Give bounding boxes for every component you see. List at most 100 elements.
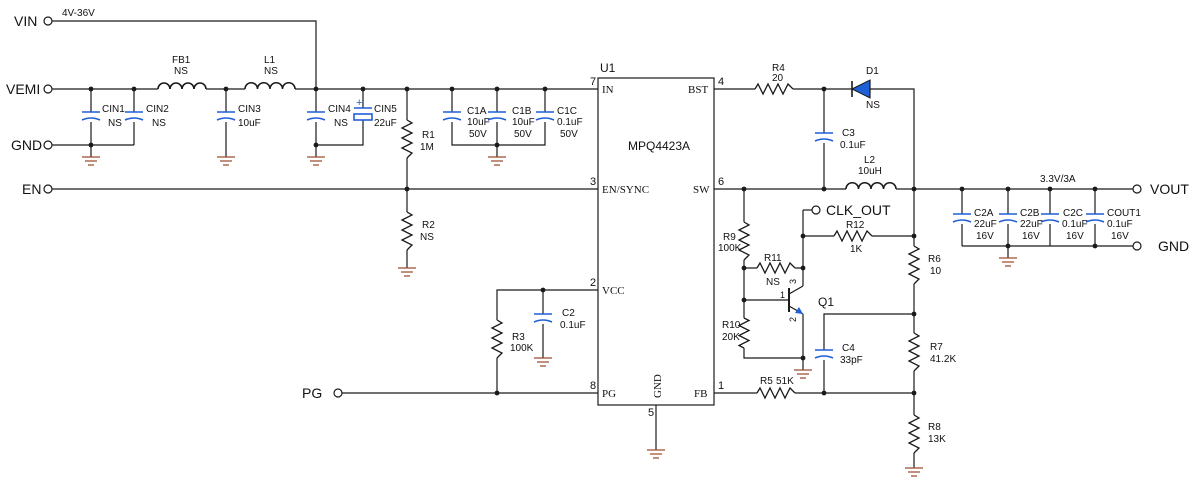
r3-ref: R3: [512, 332, 525, 343]
port-pg[interactable]: PG: [302, 385, 343, 401]
cin5-value: 22uF: [374, 118, 397, 129]
vin-range-label: 4V-36V: [62, 8, 95, 19]
junction-dot: [741, 297, 747, 303]
c2c-value: 0.1uF: [1062, 219, 1088, 230]
c1a-rating: 50V: [469, 129, 487, 140]
junction-dot: [1092, 243, 1098, 249]
capacitor-cin5[interactable]: + CIN5 22uF: [353, 97, 397, 129]
capacitor-c1c[interactable]: C1C 0.1uF 50V: [535, 106, 583, 140]
cin1-value: NS: [108, 118, 122, 129]
ground-icon: [82, 156, 100, 166]
resistor-r6[interactable]: R6 10: [907, 245, 942, 285]
cin2-value: NS: [152, 118, 166, 129]
port-clk-out[interactable]: CLK_OUT: [811, 202, 891, 218]
pin-name: GND: [652, 374, 664, 398]
junction-dot: [911, 186, 917, 192]
resistor-r8[interactable]: R8 13K: [907, 414, 946, 454]
capacitor-c3[interactable]: C3 0.1uF: [814, 128, 866, 151]
c1a-value: 10uF: [467, 117, 490, 128]
port-vin[interactable]: VIN 4V-36V: [14, 8, 95, 29]
junction-dot: [821, 186, 827, 192]
junction-dot: [131, 86, 137, 92]
c1c-rating: 50V: [560, 129, 578, 140]
capacitor-c4[interactable]: C4 33pF: [814, 343, 863, 366]
c1a-ref: C1A: [467, 106, 487, 117]
capacitor-cin4[interactable]: CIN4 NS: [306, 104, 351, 129]
junction-dot: [911, 311, 917, 317]
c3-ref: C3: [842, 128, 855, 139]
capacitor-cin1[interactable]: CIN1 NS: [81, 104, 125, 129]
r5-ref: R5: [760, 376, 773, 387]
pin-number: 7: [590, 76, 596, 88]
resistor-r2[interactable]: R2 NS: [400, 211, 435, 251]
r12-value: 1K: [850, 244, 863, 255]
diode-d1[interactable]: D1 NS: [850, 66, 882, 111]
resistor-r3[interactable]: R3 100K: [490, 319, 534, 359]
port-vemi[interactable]: VEMI: [6, 81, 53, 97]
resistor-r9[interactable]: R9 100K: [718, 221, 751, 261]
junctions: [88, 86, 1098, 396]
port-vemi-label: VEMI: [6, 81, 40, 97]
c2b-ref: C2B: [1020, 208, 1040, 219]
wires: [52, 20, 1133, 468]
r7-ref: R7: [930, 342, 943, 353]
r8-ref: R8: [928, 422, 941, 433]
junction-dot: [494, 390, 500, 396]
capacitor-c2c[interactable]: C2C 0.1uF 16V: [1040, 208, 1088, 242]
c1b-rating: 50V: [514, 129, 532, 140]
r4-ref: R4: [772, 63, 785, 74]
port-clk-out-label: CLK_OUT: [826, 202, 891, 218]
ic-u1[interactable]: U1 MPQ4423A 7 IN 3 EN/SYNC 2 VCC 8 PG 5 …: [590, 61, 724, 419]
resistor-r12[interactable]: R12 1K: [833, 220, 873, 255]
port-pg-label: PG: [302, 385, 322, 401]
r3-value: 100K: [510, 343, 534, 354]
r6-ref: R6: [928, 254, 941, 265]
resistor-r11[interactable]: R11 NS: [756, 253, 796, 288]
transistor-q1[interactable]: Q1 1 2 3: [780, 279, 834, 322]
ground-symbols: [82, 156, 1017, 477]
port-gnd-in[interactable]: GND: [11, 137, 53, 153]
junction-dot: [88, 142, 94, 148]
resistor-r4[interactable]: R4 20: [754, 63, 794, 96]
c2c-rating: 16V: [1066, 231, 1084, 242]
c2c-ref: C2C: [1063, 208, 1083, 219]
r12-ref: R12: [846, 220, 865, 231]
capacitor-c1b[interactable]: C1B 10uF 50V: [487, 106, 535, 140]
junction-dot: [800, 265, 806, 271]
capacitor-cin3[interactable]: CIN3 10uF: [216, 104, 261, 129]
port-gnd-out[interactable]: GND: [1132, 238, 1189, 254]
c2a-rating: 16V: [976, 231, 994, 242]
pin-number: 8: [590, 380, 596, 392]
inductor-fb1[interactable]: FB1 NS: [157, 55, 207, 90]
capacitor-cin2[interactable]: CIN2 NS: [124, 104, 169, 129]
q1-pin1: 1: [780, 290, 785, 300]
port-vout[interactable]: VOUT 3.3V/3A: [1040, 174, 1189, 197]
capacitor-c2a[interactable]: C2A 22uF 16V: [952, 208, 997, 242]
r2-value: NS: [420, 232, 434, 243]
capacitor-c1a[interactable]: C1A 10uF 50V: [442, 106, 490, 140]
port-en[interactable]: EN: [22, 181, 53, 197]
r9-ref: R9: [723, 232, 736, 243]
resistor-r7[interactable]: R7 41.2K: [907, 332, 956, 372]
capacitor-c2[interactable]: C2 0.1uF: [533, 308, 586, 331]
r6-value: 10: [930, 266, 942, 277]
cout1-ref: COUT1: [1107, 208, 1141, 219]
pin-name: IN: [602, 84, 614, 96]
junction-dot: [313, 142, 319, 148]
inductor-l2[interactable]: L2 10uH: [845, 155, 897, 190]
resistor-r10[interactable]: R10 20K: [722, 317, 751, 349]
inductor-l1[interactable]: L1 NS: [244, 55, 296, 90]
capacitor-cout1[interactable]: COUT1 0.1uF 16V: [1085, 208, 1141, 242]
capacitor-c2b[interactable]: C2B 22uF 16V: [998, 208, 1043, 242]
ground-icon: [999, 257, 1017, 267]
r7-value: 41.2K: [930, 354, 956, 365]
junction-dot: [404, 186, 410, 192]
resistor-r5[interactable]: R5 51K: [756, 376, 796, 400]
pin-number: 2: [590, 277, 596, 289]
resistor-r1[interactable]: R1 1M: [400, 119, 435, 159]
d1-value: NS: [866, 100, 880, 111]
pin-number: 1: [718, 380, 724, 392]
pin-name: SW: [693, 184, 710, 196]
cin5-ref: CIN5: [374, 104, 397, 115]
c2-ref: C2: [562, 308, 575, 319]
